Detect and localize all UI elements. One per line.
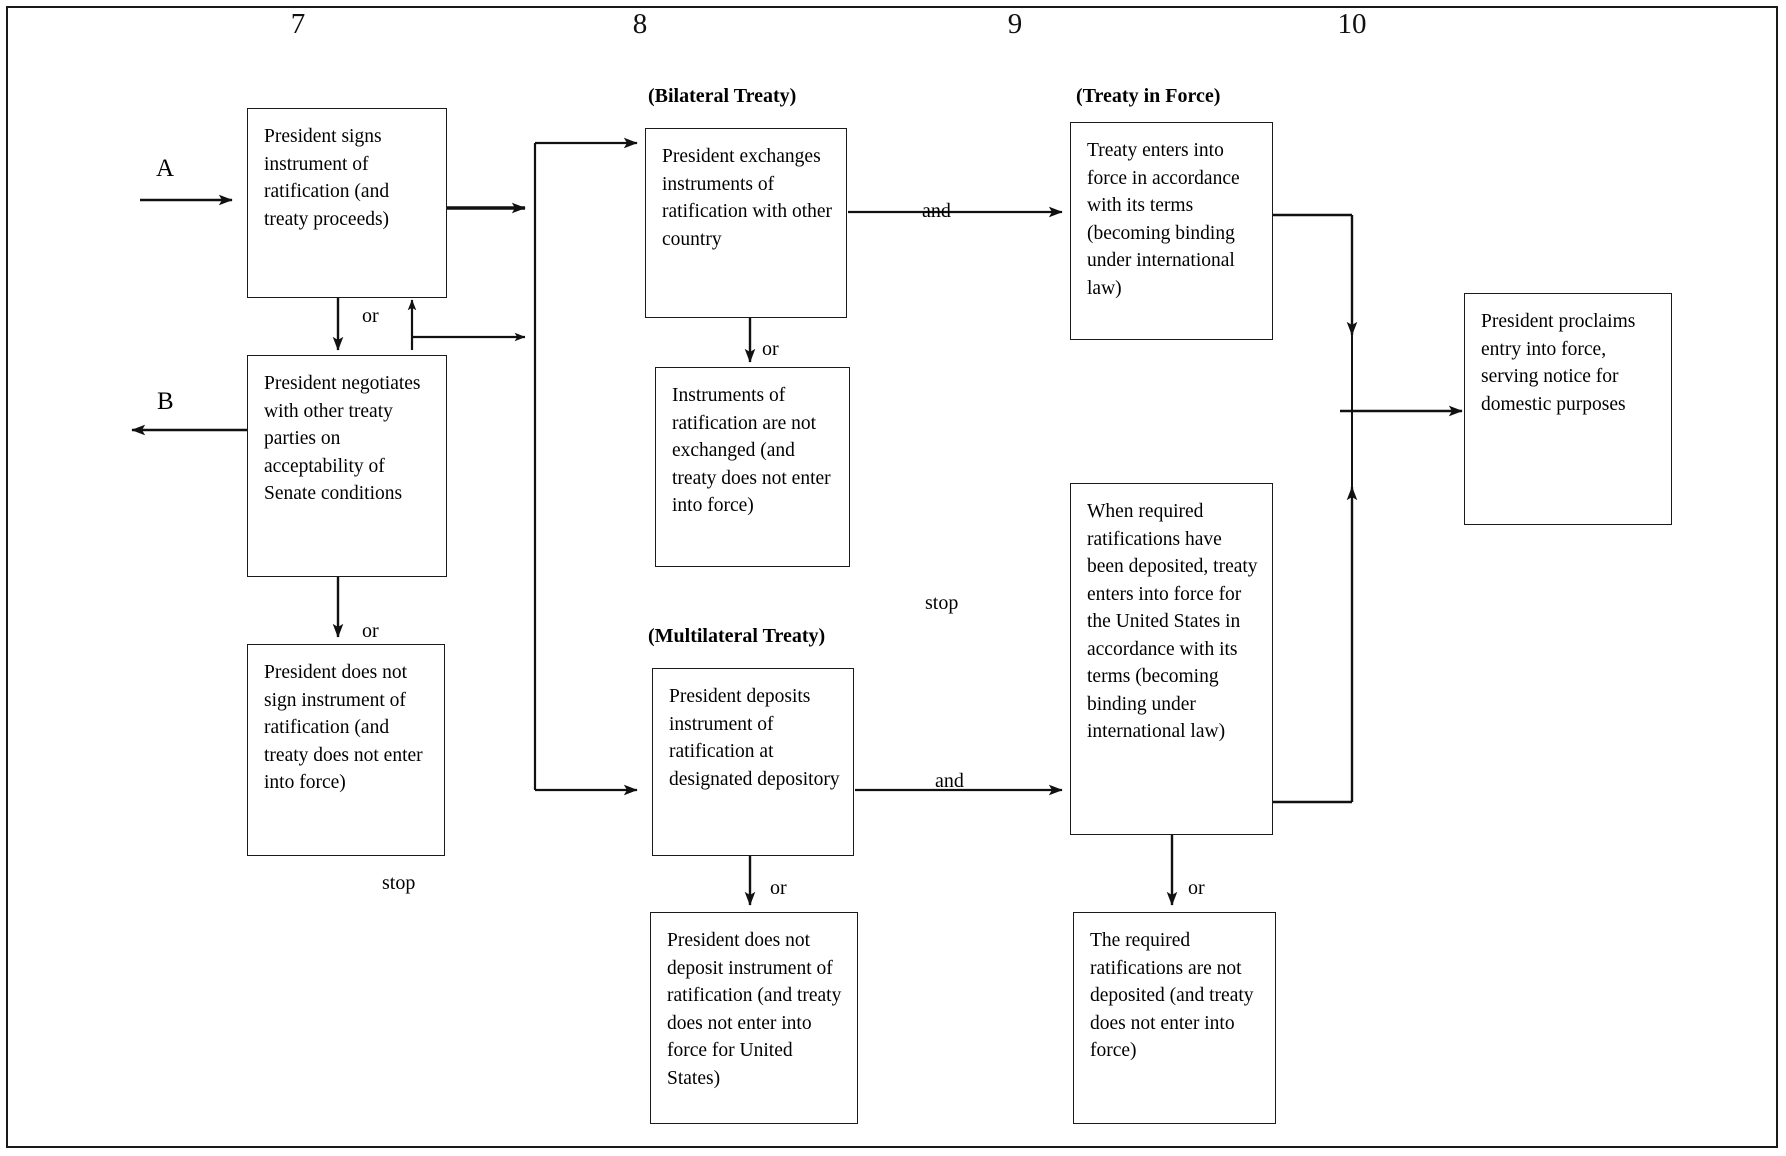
group-label-treaty-in-force: (Treaty in Force) <box>1076 85 1221 107</box>
node-president-negotiates-text: President negotiates with other treaty p… <box>264 373 421 504</box>
node-treaty-enters-force[interactable]: Treaty enters into force in accordance w… <box>1070 122 1273 340</box>
group-label-bilateral: (Bilateral Treaty) <box>648 85 797 107</box>
edge-label-or-signs-negotiates: or <box>362 305 379 327</box>
node-instruments-not-exchanged[interactable]: Instruments of ratification are not exch… <box>655 367 850 567</box>
edge-label-and-bilateral: and <box>922 200 951 222</box>
column-header-7: 7 <box>290 8 306 40</box>
edge-label-stop-left: stop <box>382 872 416 894</box>
column-header-8: 8 <box>632 8 648 40</box>
node-instruments-not-exchanged-text: Instruments of ratification are not exch… <box>672 385 831 516</box>
exit-tag-b: B <box>157 388 174 415</box>
edge-label-and-multilateral: and <box>935 770 964 792</box>
column-header-10: 10 <box>1337 8 1367 40</box>
group-label-multilateral: (Multilateral Treaty) <box>648 625 826 647</box>
node-president-negotiates[interactable]: President negotiates with other treaty p… <box>247 355 447 577</box>
page-border <box>6 6 1778 1148</box>
node-ratifications-not-deposited-text: The required ratifications are not depos… <box>1090 930 1254 1061</box>
node-required-ratifications-deposited[interactable]: When required ratifications have been de… <box>1070 483 1273 835</box>
node-president-exchanges[interactable]: President exchanges instruments of ratif… <box>645 128 847 318</box>
node-treaty-enters-force-text: Treaty enters into force in accordance w… <box>1087 140 1240 299</box>
edge-label-or-ratifications: or <box>1188 877 1205 899</box>
node-president-does-not-deposit-text: President does not deposit instrument of… <box>667 930 842 1089</box>
node-president-does-not-sign-text: President does not sign instrument of ra… <box>264 662 423 793</box>
node-president-does-not-deposit[interactable]: President does not deposit instrument of… <box>650 912 858 1124</box>
node-president-deposits[interactable]: President deposits instrument of ratific… <box>652 668 854 856</box>
edge-label-or-negotiates-notsign: or <box>362 620 379 642</box>
node-president-signs-text: President signs instrument of ratificati… <box>264 126 390 230</box>
edge-label-stop-middle: stop <box>925 592 959 614</box>
node-president-exchanges-text: President exchanges instruments of ratif… <box>662 146 833 250</box>
node-president-proclaims-text: President proclaims entry into force, se… <box>1481 311 1636 415</box>
node-president-proclaims[interactable]: President proclaims entry into force, se… <box>1464 293 1672 525</box>
node-president-does-not-sign[interactable]: President does not sign instrument of ra… <box>247 644 445 856</box>
node-president-signs[interactable]: President signs instrument of ratificati… <box>247 108 447 298</box>
edge-label-or-multilateral: or <box>770 877 787 899</box>
node-required-ratifications-deposited-text: When required ratifications have been de… <box>1087 501 1258 742</box>
entry-tag-a: A <box>156 155 175 182</box>
node-ratifications-not-deposited[interactable]: The required ratifications are not depos… <box>1073 912 1276 1124</box>
edge-label-or-bilateral: or <box>762 338 779 360</box>
column-header-9: 9 <box>1007 8 1023 40</box>
node-president-deposits-text: President deposits instrument of ratific… <box>669 686 840 790</box>
